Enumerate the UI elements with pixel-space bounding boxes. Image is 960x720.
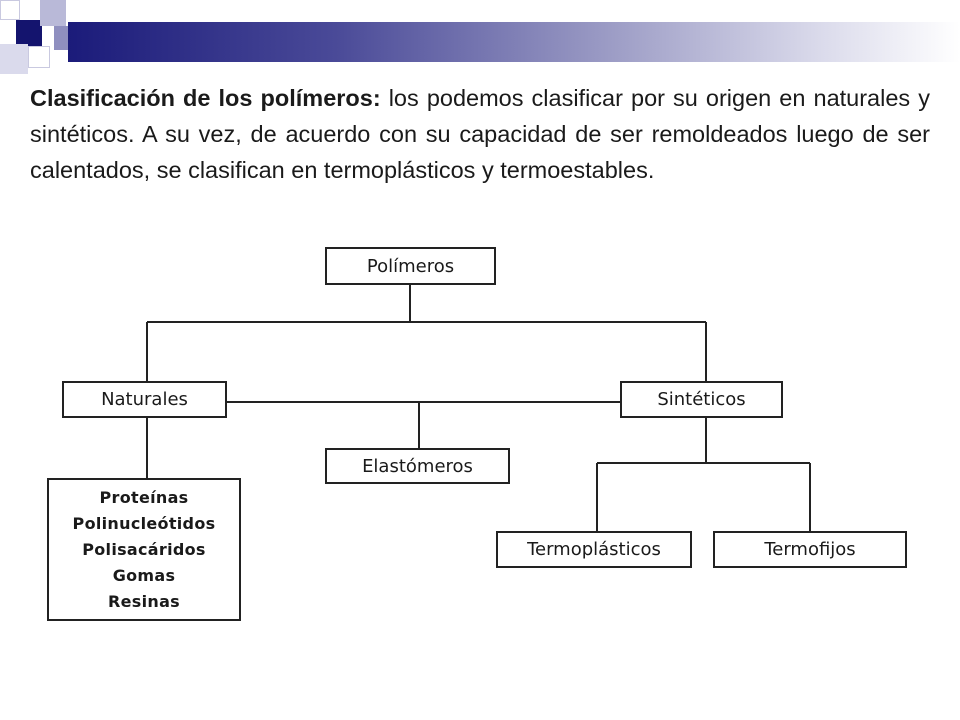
- intro-title: Clasificación de los polímeros:: [30, 85, 381, 111]
- intro-text: los podemos clasificar por su origen en …: [30, 85, 930, 183]
- natural-example-item: Proteínas: [99, 487, 189, 507]
- decor-square: [54, 26, 68, 50]
- intro-paragraph: Clasificación de los polímeros: los pode…: [30, 80, 930, 188]
- node-sinteticos: Sintéticos: [620, 381, 783, 418]
- natural-example-item: Resinas: [108, 592, 180, 612]
- node-polimeros: Polímeros: [325, 247, 496, 285]
- decor-square: [40, 0, 66, 26]
- natural-examples-box: Proteínas Polinucleótidos Polisacáridos …: [47, 478, 241, 621]
- header-band: [68, 22, 960, 62]
- node-termofijos: Termofijos: [713, 531, 907, 568]
- natural-example-item: Polisacáridos: [82, 539, 206, 559]
- natural-example-item: Polinucleótidos: [72, 513, 216, 533]
- node-naturales: Naturales: [62, 381, 227, 418]
- node-elastomeros: Elastómeros: [325, 448, 510, 484]
- decor-square: [16, 20, 42, 46]
- node-termoplasticos: Termoplásticos: [496, 531, 692, 568]
- decor-square: [0, 44, 28, 74]
- decor-square: [0, 0, 20, 20]
- natural-example-item: Gomas: [112, 566, 176, 586]
- decor-square: [28, 46, 50, 68]
